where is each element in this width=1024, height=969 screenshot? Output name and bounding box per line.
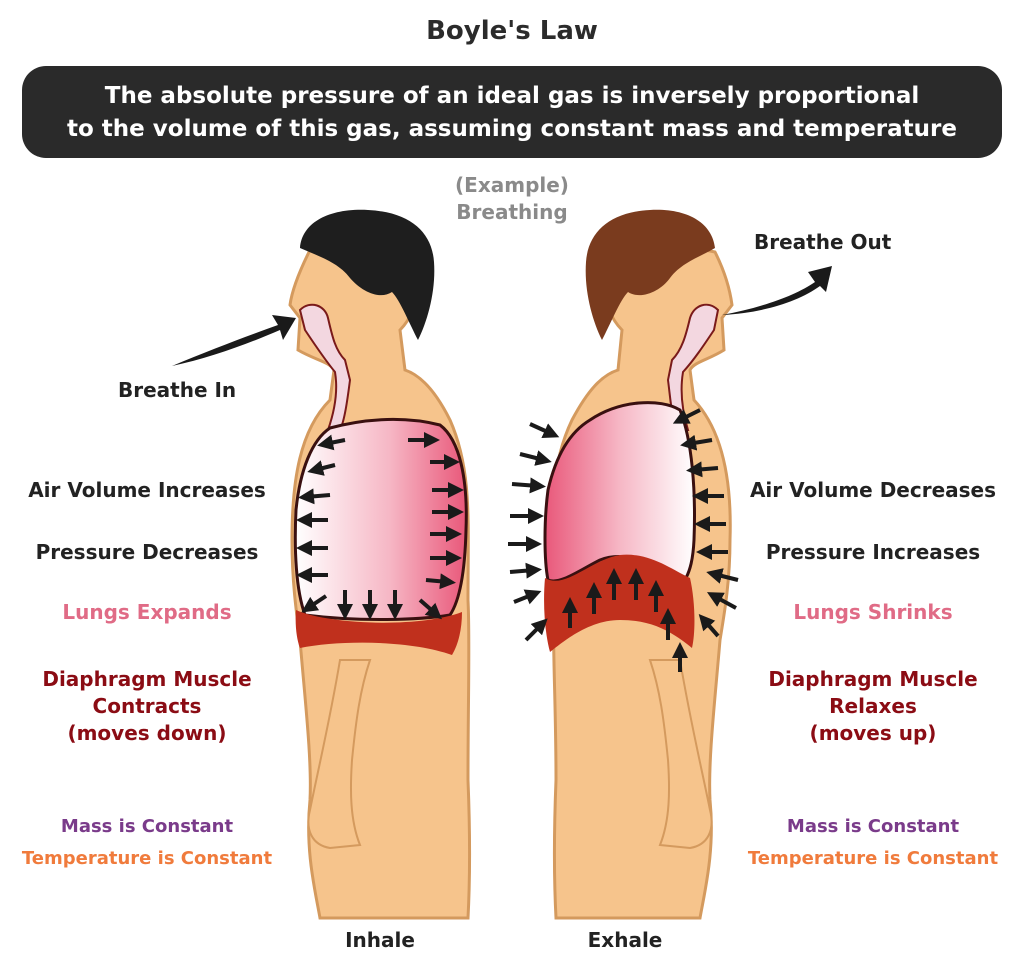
- inhale-airway: [298, 303, 352, 431]
- exhale-diaphragm-line-3: (moves up): [809, 721, 937, 745]
- exhale-pressure-label: Pressure Increases: [765, 540, 981, 564]
- inhale-figure: [172, 209, 471, 920]
- exhale-diaphragm-label: Diaphragm Muscle Relaxes (moves up): [742, 666, 1004, 747]
- inhale-temperature-label: Temperature is Constant: [21, 848, 273, 869]
- exhale-caption: Exhale: [587, 928, 663, 952]
- page-title: Boyle's Law: [426, 16, 598, 46]
- exhale-mass-label: Mass is Constant: [786, 816, 960, 837]
- example-label: (Example): [455, 173, 569, 197]
- exhale-diaphragm: [544, 554, 695, 652]
- exhale-temperature-label: Temperature is Constant: [747, 848, 999, 869]
- inhale-arm: [307, 659, 372, 850]
- exhale-hair-icon: [585, 209, 715, 340]
- definition-line-2: to the volume of this gas, assuming cons…: [67, 116, 957, 142]
- definition-line-1: The absolute pressure of an ideal gas is…: [104, 83, 920, 109]
- exhale-diaphragm-line-2: Relaxes: [829, 694, 917, 718]
- inhale-expansion-arrows: [296, 432, 464, 620]
- inhale-pressure-label: Pressure Decreases: [35, 540, 259, 564]
- breathe-out-label: Breathe Out: [754, 230, 892, 254]
- breathe-in-arrow-icon: [172, 315, 296, 366]
- inhale-lungs-label: Lungs Expands: [62, 600, 232, 624]
- example-topic: Breathing: [456, 200, 568, 224]
- exhale-diaphragm-line-1: Diaphragm Muscle: [768, 667, 978, 691]
- inhale-diaphragm-line-2: Contracts: [92, 694, 202, 718]
- exhale-compression-arrows: [508, 408, 739, 672]
- breathe-in-label: Breathe In: [118, 378, 237, 402]
- exhale-arm: [648, 659, 713, 850]
- inhale-diaphragm: [295, 610, 462, 655]
- breathe-out-arrow-icon: [722, 266, 832, 315]
- definition-banner: [22, 66, 1002, 158]
- inhale-diaphragm-label: Diaphragm Muscle Contracts (moves down): [20, 666, 274, 747]
- exhale-lungs-label: Lungs Shrinks: [793, 600, 953, 624]
- example-heading: (Example) Breathing: [420, 172, 604, 226]
- inhale-diaphragm-line-3: (moves down): [67, 721, 227, 745]
- definition-text: The absolute pressure of an ideal gas is…: [22, 80, 1002, 146]
- inhale-lung: [293, 417, 468, 622]
- inhale-mass-label: Mass is Constant: [60, 816, 234, 837]
- inhale-caption: Inhale: [345, 928, 415, 952]
- inhale-diaphragm-line-1: Diaphragm Muscle: [42, 667, 252, 691]
- inhale-volume-label: Air Volume Increases: [28, 478, 266, 502]
- exhale-figure: [508, 209, 832, 920]
- exhale-volume-label: Air Volume Decreases: [749, 478, 997, 502]
- inhale-hair-icon: [300, 209, 435, 340]
